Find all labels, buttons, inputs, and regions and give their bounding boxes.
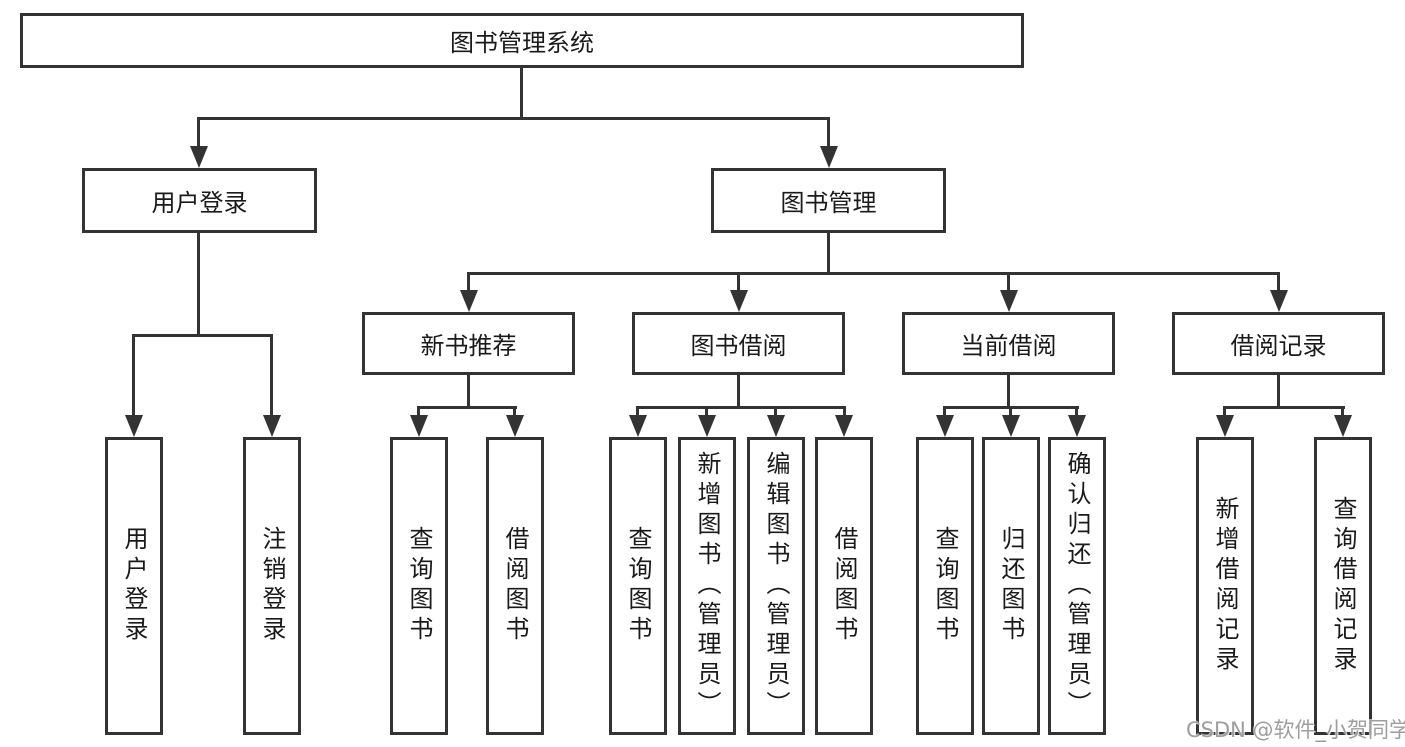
connector-stem-nbr-borrow <box>513 406 516 418</box>
leaf-bb-edit-book-admin-label: 编辑图书（管理员） <box>762 451 790 721</box>
connector-arrowhead-cb-return <box>1002 415 1020 437</box>
connector-arrowhead-br-add <box>1216 415 1234 437</box>
leaf-cb-query-books-label: 查询图书 <box>931 526 959 646</box>
leaf-br-query-borrow-record-label: 查询借阅记录 <box>1329 496 1357 676</box>
node-user-login-label: 用户登录 <box>151 189 248 217</box>
leaf-cb-return-books-label: 归还图书 <box>997 526 1025 646</box>
leaf-cb-query-books: 查询图书 <box>916 437 974 735</box>
connector-arrowhead-new-book-recommendation <box>460 290 478 312</box>
connector-root-bar <box>197 117 829 120</box>
leaf-bb-borrow-books-label: 借阅图书 <box>830 526 858 646</box>
connector-arrowhead-br-query <box>1334 415 1352 437</box>
node-new-book-recommendation: 新书推荐 <box>362 312 575 375</box>
connector-bb-bar <box>636 406 846 409</box>
node-root: 图书管理系统 <box>20 13 1024 68</box>
leaf-bb-query-books-label: 查询图书 <box>624 526 652 646</box>
leaf-nbr-borrow-books: 借阅图书 <box>486 437 544 735</box>
connector-arrowhead-bb-borrow <box>835 415 853 437</box>
connector-arrowhead-book-management <box>820 146 838 168</box>
connector-stem-user-login <box>197 117 200 149</box>
node-book-management: 图书管理 <box>711 168 946 233</box>
connector-arrowhead-leaf-user-login <box>125 415 143 437</box>
connector-stem-book-borrowing <box>737 272 740 293</box>
node-current-borrowing-label: 当前借阅 <box>960 332 1057 360</box>
connector-user-login-bar <box>133 334 273 337</box>
leaf-br-add-borrow-record-label: 新增借阅记录 <box>1211 496 1239 676</box>
connector-arrowhead-nbr-borrow <box>506 415 524 437</box>
connector-arrowhead-leaf-logout <box>263 415 281 437</box>
connector-arrowhead-cb-query <box>936 415 954 437</box>
connector-nbr-stem <box>467 375 470 409</box>
node-borrowing-records-label: 借阅记录 <box>1230 332 1327 360</box>
connector-stem-bb-query <box>636 406 639 418</box>
connector-stem-current-borrowing <box>1007 272 1010 293</box>
connector-stem-br-query <box>1341 406 1344 418</box>
connector-stem-leaf-logout <box>270 334 273 418</box>
connector-arrowhead-cb-confirm <box>1068 415 1086 437</box>
leaf-bb-edit-book-admin: 编辑图书（管理员） <box>747 437 805 735</box>
connector-root-stem <box>520 68 523 120</box>
connector-br-stem <box>1277 375 1280 409</box>
connector-book-management-bar <box>468 272 1280 275</box>
node-user-login: 用户登录 <box>82 168 317 233</box>
connector-stem-book-management <box>827 117 830 149</box>
node-new-book-recommendation-label: 新书推荐 <box>420 332 517 360</box>
node-book-management-label: 图书管理 <box>780 189 877 217</box>
leaf-cb-return-books: 归还图书 <box>982 437 1040 735</box>
leaf-cb-confirm-return-admin-label: 确认归还（管理员） <box>1063 451 1091 721</box>
connector-stem-bb-borrow <box>843 406 846 418</box>
connector-arrowhead-borrowing-records <box>1270 290 1288 312</box>
node-book-borrowing: 图书借阅 <box>632 312 845 375</box>
connector-stem-borrowing-records <box>1277 272 1280 293</box>
connector-arrowhead-current-borrowing <box>1000 290 1018 312</box>
connector-stem-bb-edit <box>774 406 777 418</box>
connector-stem-cb-return <box>1009 406 1012 418</box>
leaf-user-login-label: 用户登录 <box>120 526 148 646</box>
leaf-bb-add-book-admin-label: 新增图书（管理员） <box>693 451 721 721</box>
connector-nbr-bar <box>418 406 517 409</box>
connector-arrowhead-bb-edit <box>767 415 785 437</box>
node-root-label: 图书管理系统 <box>450 29 594 57</box>
connector-stem-br-add <box>1223 406 1226 418</box>
node-book-borrowing-label: 图书借阅 <box>690 332 787 360</box>
connector-stem-cb-confirm <box>1075 406 1078 418</box>
connector-user-login-stem <box>197 233 200 337</box>
node-current-borrowing: 当前借阅 <box>902 312 1115 375</box>
leaf-logout: 注销登录 <box>243 437 301 735</box>
connector-arrowhead-book-borrowing <box>730 290 748 312</box>
leaf-user-login: 用户登录 <box>105 437 163 735</box>
leaf-cb-confirm-return-admin: 确认归还（管理员） <box>1048 437 1106 735</box>
connector-stem-cb-query <box>943 406 946 418</box>
leaf-br-query-borrow-record: 查询借阅记录 <box>1314 437 1372 735</box>
leaf-nbr-query-books-label: 查询图书 <box>405 526 433 646</box>
connector-stem-leaf-user-login <box>132 334 135 418</box>
leaf-bb-query-books: 查询图书 <box>609 437 667 735</box>
connector-stem-nbr-query <box>417 406 420 418</box>
connector-arrowhead-bb-add <box>698 415 716 437</box>
connector-arrowhead-bb-query <box>629 415 647 437</box>
node-borrowing-records: 借阅记录 <box>1172 312 1385 375</box>
leaf-bb-add-book-admin: 新增图书（管理员） <box>678 437 736 735</box>
watermark-text: CSDN @软件_小贺同学 <box>1186 718 1405 742</box>
connector-book-management-stem <box>827 233 830 275</box>
leaf-bb-borrow-books: 借阅图书 <box>815 437 873 735</box>
connector-arrowhead-nbr-query <box>410 415 428 437</box>
leaf-logout-label: 注销登录 <box>258 526 286 646</box>
leaf-br-add-borrow-record: 新增借阅记录 <box>1196 437 1254 735</box>
connector-cb-stem <box>1007 375 1010 409</box>
connector-bb-stem <box>737 375 740 409</box>
connector-stem-new-book-recommendation <box>467 272 470 293</box>
connector-br-bar <box>1223 406 1345 409</box>
leaf-nbr-query-books: 查询图书 <box>390 437 448 735</box>
connector-stem-bb-add <box>705 406 708 418</box>
leaf-nbr-borrow-books-label: 借阅图书 <box>501 526 529 646</box>
connector-arrowhead-user-login <box>190 146 208 168</box>
